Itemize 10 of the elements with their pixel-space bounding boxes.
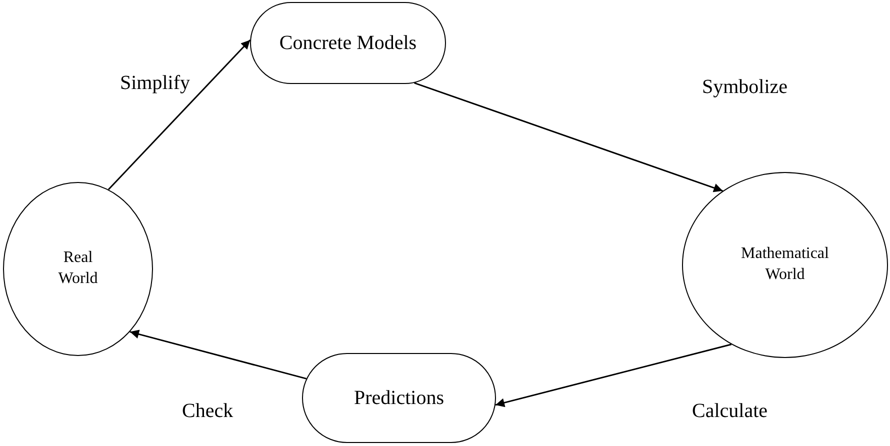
edge-label: Simplify (118, 72, 192, 95)
node-label: Real World (57, 248, 99, 289)
edge-label: Symbolize (700, 76, 790, 99)
arrow (414, 82, 723, 192)
arrow (108, 39, 251, 190)
node-label: Concrete Models (279, 31, 417, 56)
node-label: Predictions (354, 386, 444, 411)
arrow (130, 330, 307, 380)
node-label: Mathematical World (740, 244, 830, 285)
arrow (495, 344, 732, 408)
